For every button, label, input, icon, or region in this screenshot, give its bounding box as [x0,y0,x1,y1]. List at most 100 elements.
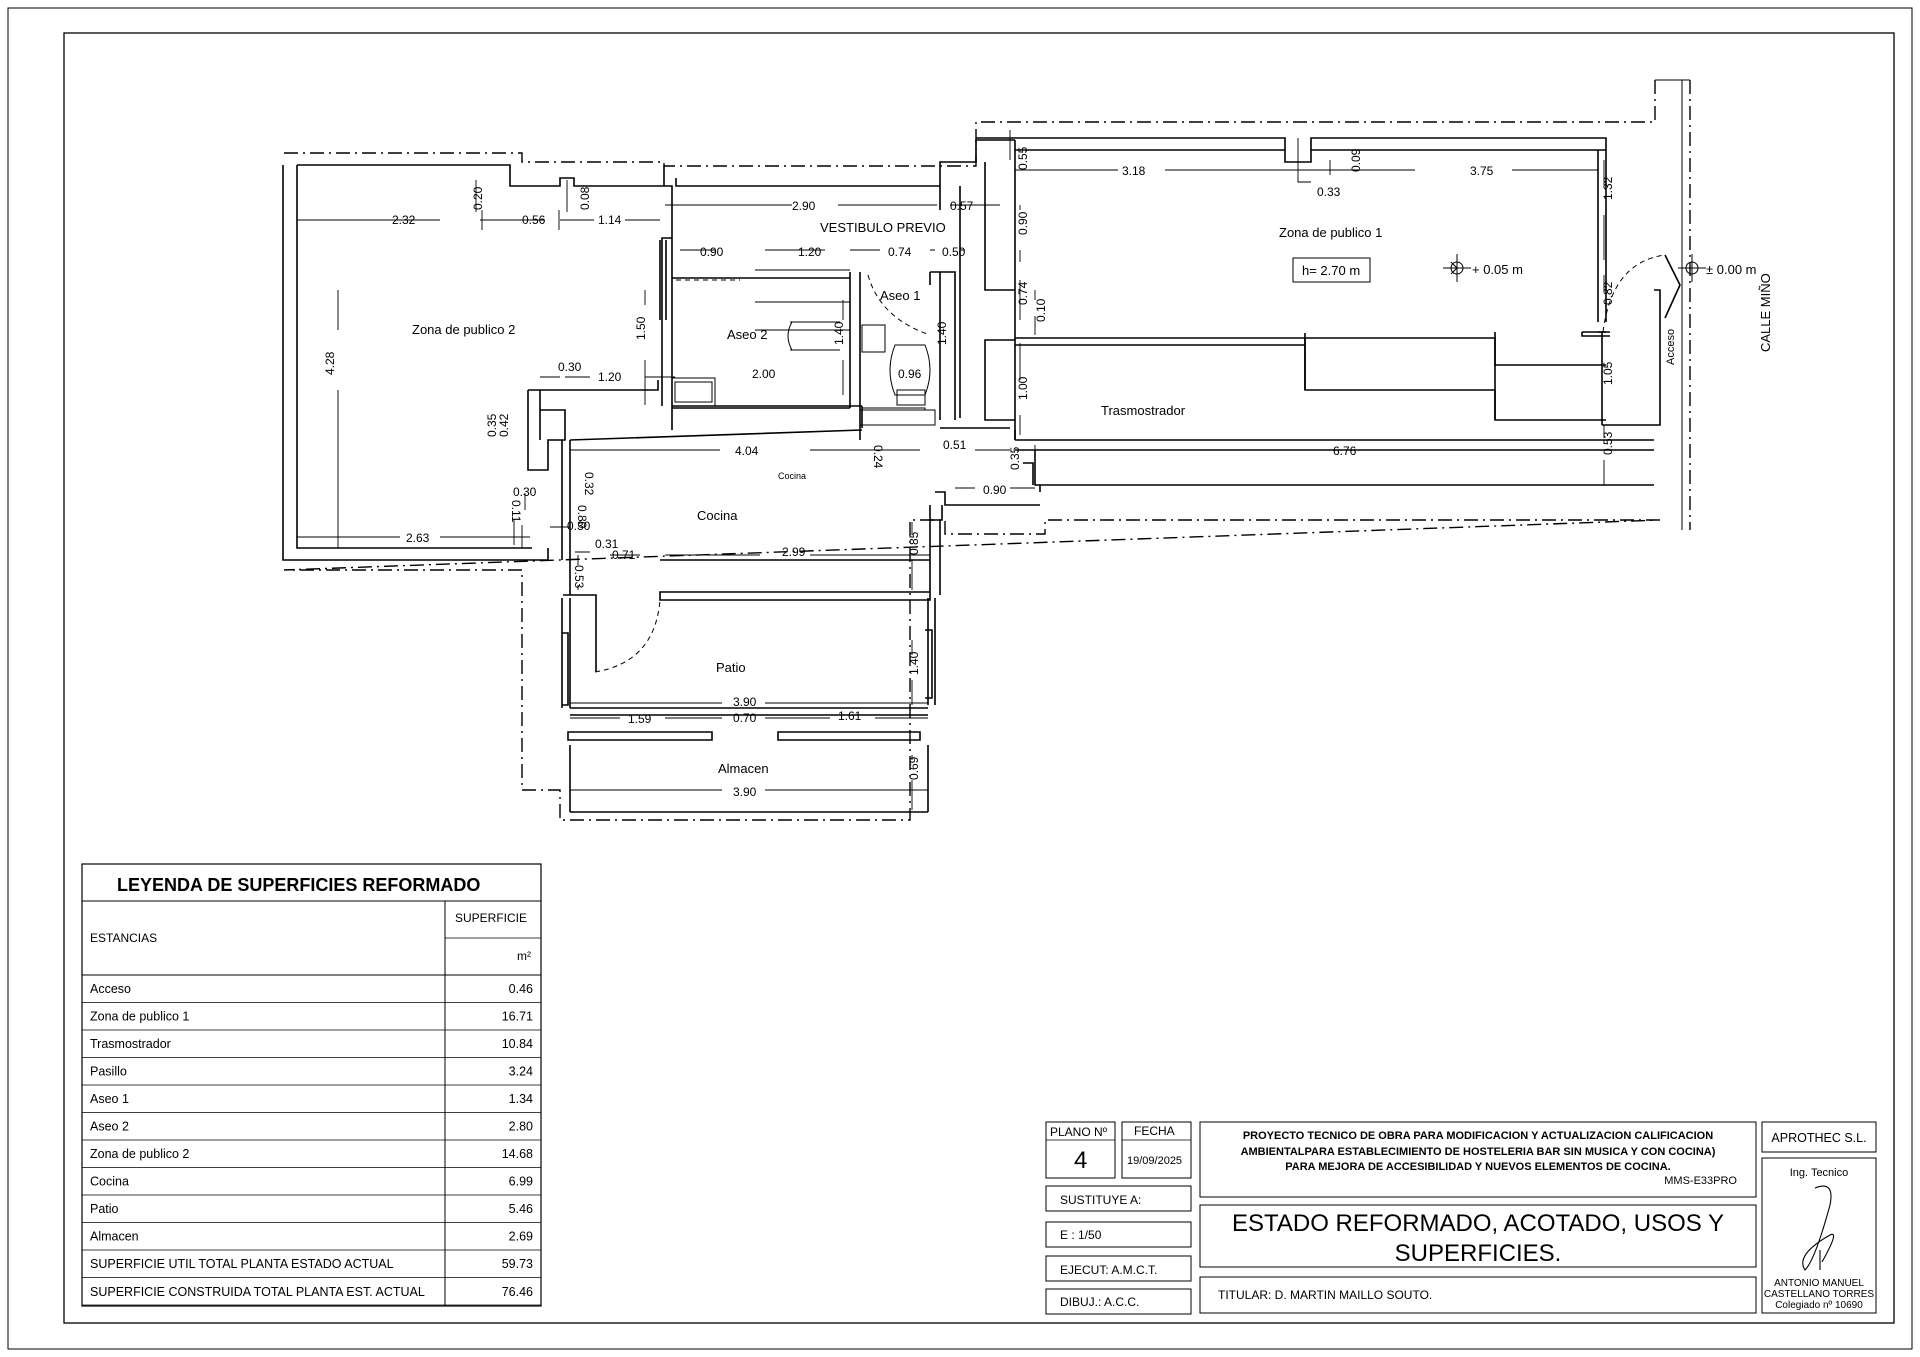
dimension-label: 3.75 [1470,164,1494,178]
dimension-label: 0.24 [871,445,885,469]
dimension-label: 0.74 [888,245,912,259]
dimension-label: 1.00 [1016,376,1030,400]
plano-number: 4 [1074,1147,1087,1174]
ejecut: EJECUT: A.M.C.T. [1060,1263,1157,1277]
room-label-almacen: Almacen [718,761,769,776]
dimension-label: 0.08 [578,186,592,210]
legend-room-area: 2.69 [509,1230,533,1244]
aseo1-door-swing [867,274,931,336]
legend-room-area: 3.24 [509,1065,533,1079]
dimension-lines [297,130,1654,810]
dimension-label: 0.71 [612,548,636,562]
height-label: h= 2.70 m [1302,263,1360,278]
room-label-vestibulo: VESTIBULO PREVIO [820,220,946,235]
legend-room-name: Zona de publico 2 [90,1147,189,1161]
wall-zona2-inner [527,380,659,471]
dimension-label: 0.09 [1349,148,1363,172]
dimension-label: 1.20 [798,245,822,259]
wall-zona1 [976,137,1607,421]
signer-registration: Colegiado nº 10690 [1775,1300,1863,1311]
dimension-label: 1.40 [832,321,846,345]
dimension-label: 0.50 [942,245,966,259]
dimension-label: 2.90 [792,199,816,213]
signer-role: Ing. Tecnico [1790,1167,1849,1179]
legend-row: Zona de publico 2 14.68 [90,1147,533,1161]
legend-room-area: 6.99 [509,1175,533,1189]
sustituye: SUSTITUYE A: [1060,1193,1141,1207]
legend-row: Pasillo 3.24 [90,1065,533,1079]
escala: E : 1/50 [1060,1228,1102,1242]
dimension-label: 0.35 [485,413,499,437]
dimension-label: 1.61 [838,709,862,723]
legend-total-util-label: SUPERFICIE UTIL TOTAL PLANTA ESTADO ACTU… [90,1257,394,1271]
legend-room-name: Trasmostrador [90,1037,171,1051]
fecha-label: FECHA [1134,1124,1175,1138]
dimension-label: 0.51 [943,438,967,452]
legend-room-name: Aseo 2 [90,1120,129,1134]
room-label-aseo2: Aseo 2 [727,327,767,342]
dimension-label: 3.18 [1122,164,1146,178]
room-label-patio: Patio [716,660,746,675]
dimension-label: 0.42 [497,413,511,437]
title-block: PLANO Nº 4 FECHA 19/09/2025 SUSTITUYE A:… [1045,1121,1877,1315]
access-frame [1654,289,1661,426]
legend-unit: m² [517,949,531,963]
legend-room-name: Cocina [90,1175,129,1189]
fecha-value: 19/09/2025 [1127,1155,1182,1167]
level-marker-interior [1443,254,1471,282]
dimension-label: 4.28 [323,351,337,375]
legend-total-built-label: SUPERFICIE CONSTRUIDA TOTAL PLANTA EST. … [90,1285,425,1299]
dimension-label: 6.76 [1333,444,1357,458]
wall-cocina [561,429,1040,672]
dimension-label: 0.30 [513,485,537,499]
dimension-label: 2.00 [752,367,776,381]
legend-title: LEYENDA DE SUPERFICIES REFORMADO [117,875,480,895]
dimension-label: 3.90 [733,785,757,799]
legend-room-area: 14.68 [502,1147,533,1161]
project-line-2: AMBIENTALPARA ESTABLECIMIENTO DE HOSTELE… [1241,1146,1716,1158]
titular: TITULAR: D. MARTIN MAILLO SOUTO. [1218,1288,1432,1302]
counter [1304,332,1496,420]
wall-almacen [567,731,929,813]
room-label-acceso: Acceso [1665,329,1677,365]
signer-name-1: ANTONIO MANUEL [1774,1278,1864,1289]
legend-col-rooms: ESTANCIAS [90,931,157,945]
dimension-label: 0.85 [907,531,921,555]
outer-sheet-border [7,7,1913,1350]
dimension-label: 1.14 [598,213,622,227]
legend-room-name: Pasillo [90,1065,127,1079]
dimension-label: 0.35 [1008,446,1022,470]
drawing-frame [63,32,1895,1324]
dimension-label: 1.50 [634,316,648,340]
level-marker-street [1678,254,1706,282]
legend-room-name: Aseo 1 [90,1092,129,1106]
wall-aseo1 [929,271,956,420]
dimension-label: 0.70 [733,711,757,725]
room-label-cocina-small: Cocina [778,471,806,481]
legend-room-name: Zona de publico 1 [90,1010,189,1024]
dimension-label: 1.40 [907,651,921,675]
legend-row: Cocina 6.99 [90,1175,533,1189]
legend-total-util: 59.73 [502,1257,533,1271]
access-door-leaf [1581,254,1681,337]
dimension-label: 0.10 [1034,298,1048,322]
project-line-1: PROYECTO TECNICO DE OBRA PARA MODIFICACI… [1243,1130,1713,1142]
signature-mark [1802,1185,1835,1271]
height-box [1292,257,1371,283]
plano-label: PLANO Nº [1050,1125,1108,1139]
dimension-label: 2.99 [782,545,806,559]
dimension-label: 4.04 [735,444,759,458]
dimension-label: 0.80 [575,505,589,529]
dimension-label: 0.96 [898,367,922,381]
dimension-label: 1.05 [1601,361,1615,385]
legend-room-area: 2.80 [509,1120,533,1134]
dimension-label: 0.56 [522,213,546,227]
project-code: MMS-E33PRO [1664,1175,1737,1187]
dimension-label: 0.90 [1016,211,1030,235]
